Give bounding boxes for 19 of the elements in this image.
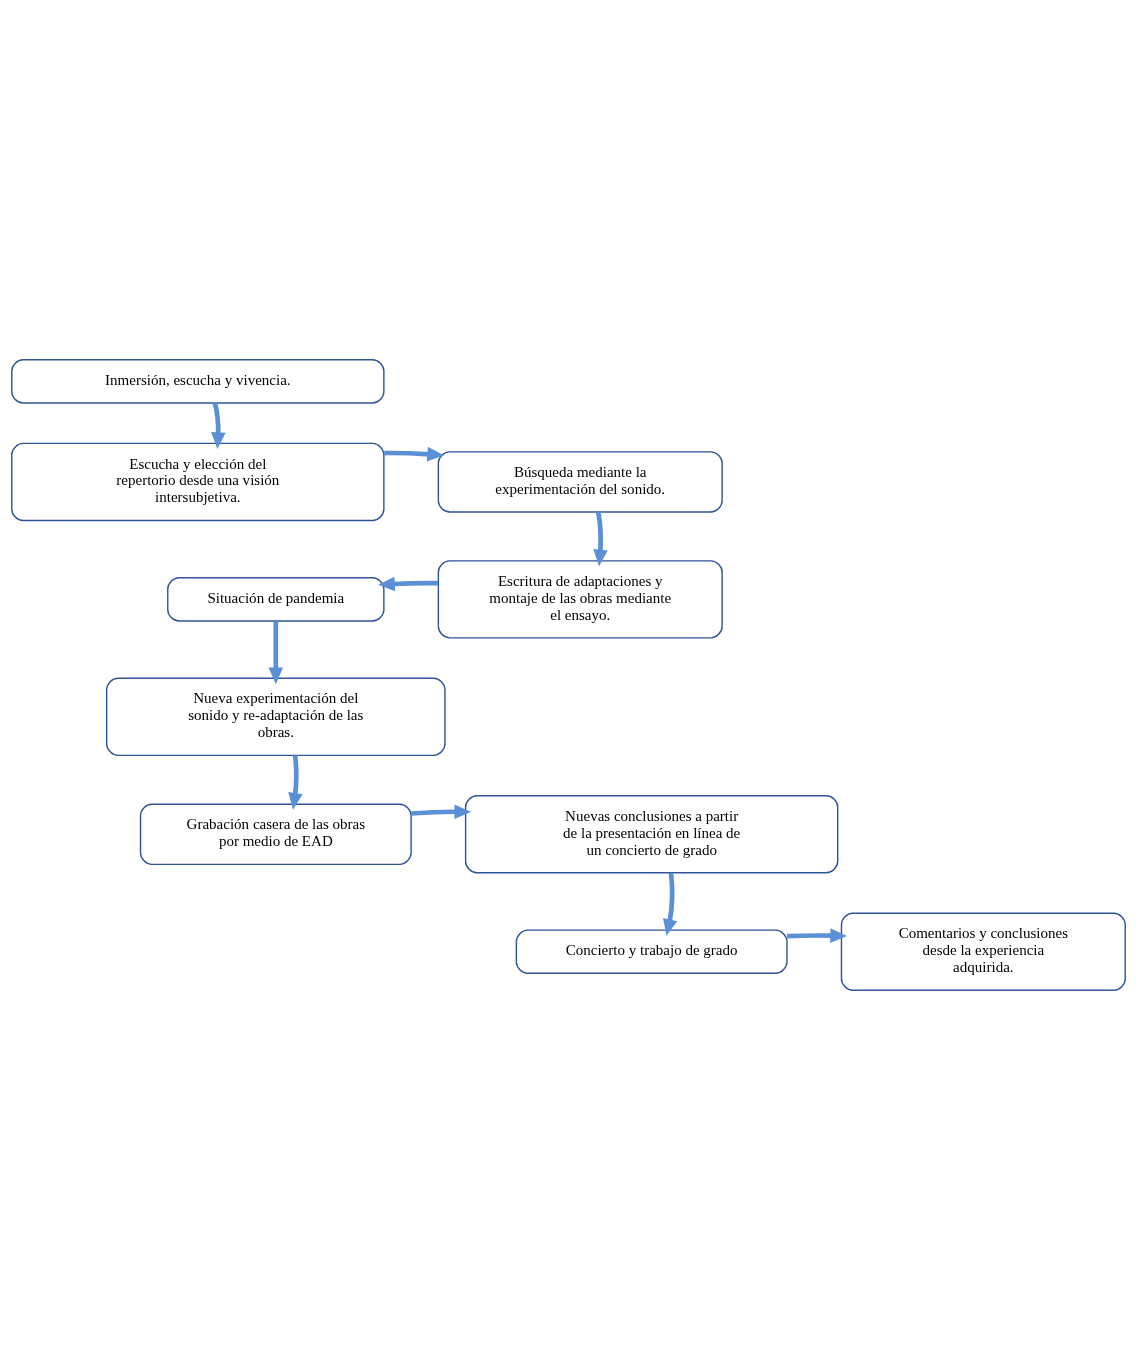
arrow: [411, 803, 472, 819]
arrow: [593, 511, 608, 566]
node-box: Búsqueda mediante la experimentación del sonido.: [437, 450, 723, 513]
arrow: [663, 872, 678, 936]
node-box: Grabación casera de las obras por medio de EAD: [139, 803, 412, 865]
node-box: Comentarios y conclusiones desde la experiencia adquirida.: [840, 912, 1126, 991]
node-box: Escritura de adaptaciones y montaje de las obras mediante el ensayo.: [437, 559, 723, 639]
arrow: [786, 927, 847, 943]
node-box: Concierto y trabajo de grado: [515, 928, 788, 974]
node-box: Nuevas conclusiones a partir de la presentación en línea de un concierto de grado: [464, 794, 839, 873]
arrow: [378, 576, 439, 591]
node-box: Situación de pandemia: [167, 576, 385, 622]
node-box: Nueva experimentación del sonido y re-adaptación de las obras.: [105, 677, 446, 756]
arrow: [288, 754, 303, 810]
arrow: [211, 401, 226, 449]
arrow: [268, 620, 284, 684]
node-box: Inmersión, escucha y vivencia.: [11, 358, 385, 404]
node-box: Escucha y elección del repertorio desde una visión intersubjetiva.: [11, 442, 385, 521]
arrow: [384, 446, 445, 461]
